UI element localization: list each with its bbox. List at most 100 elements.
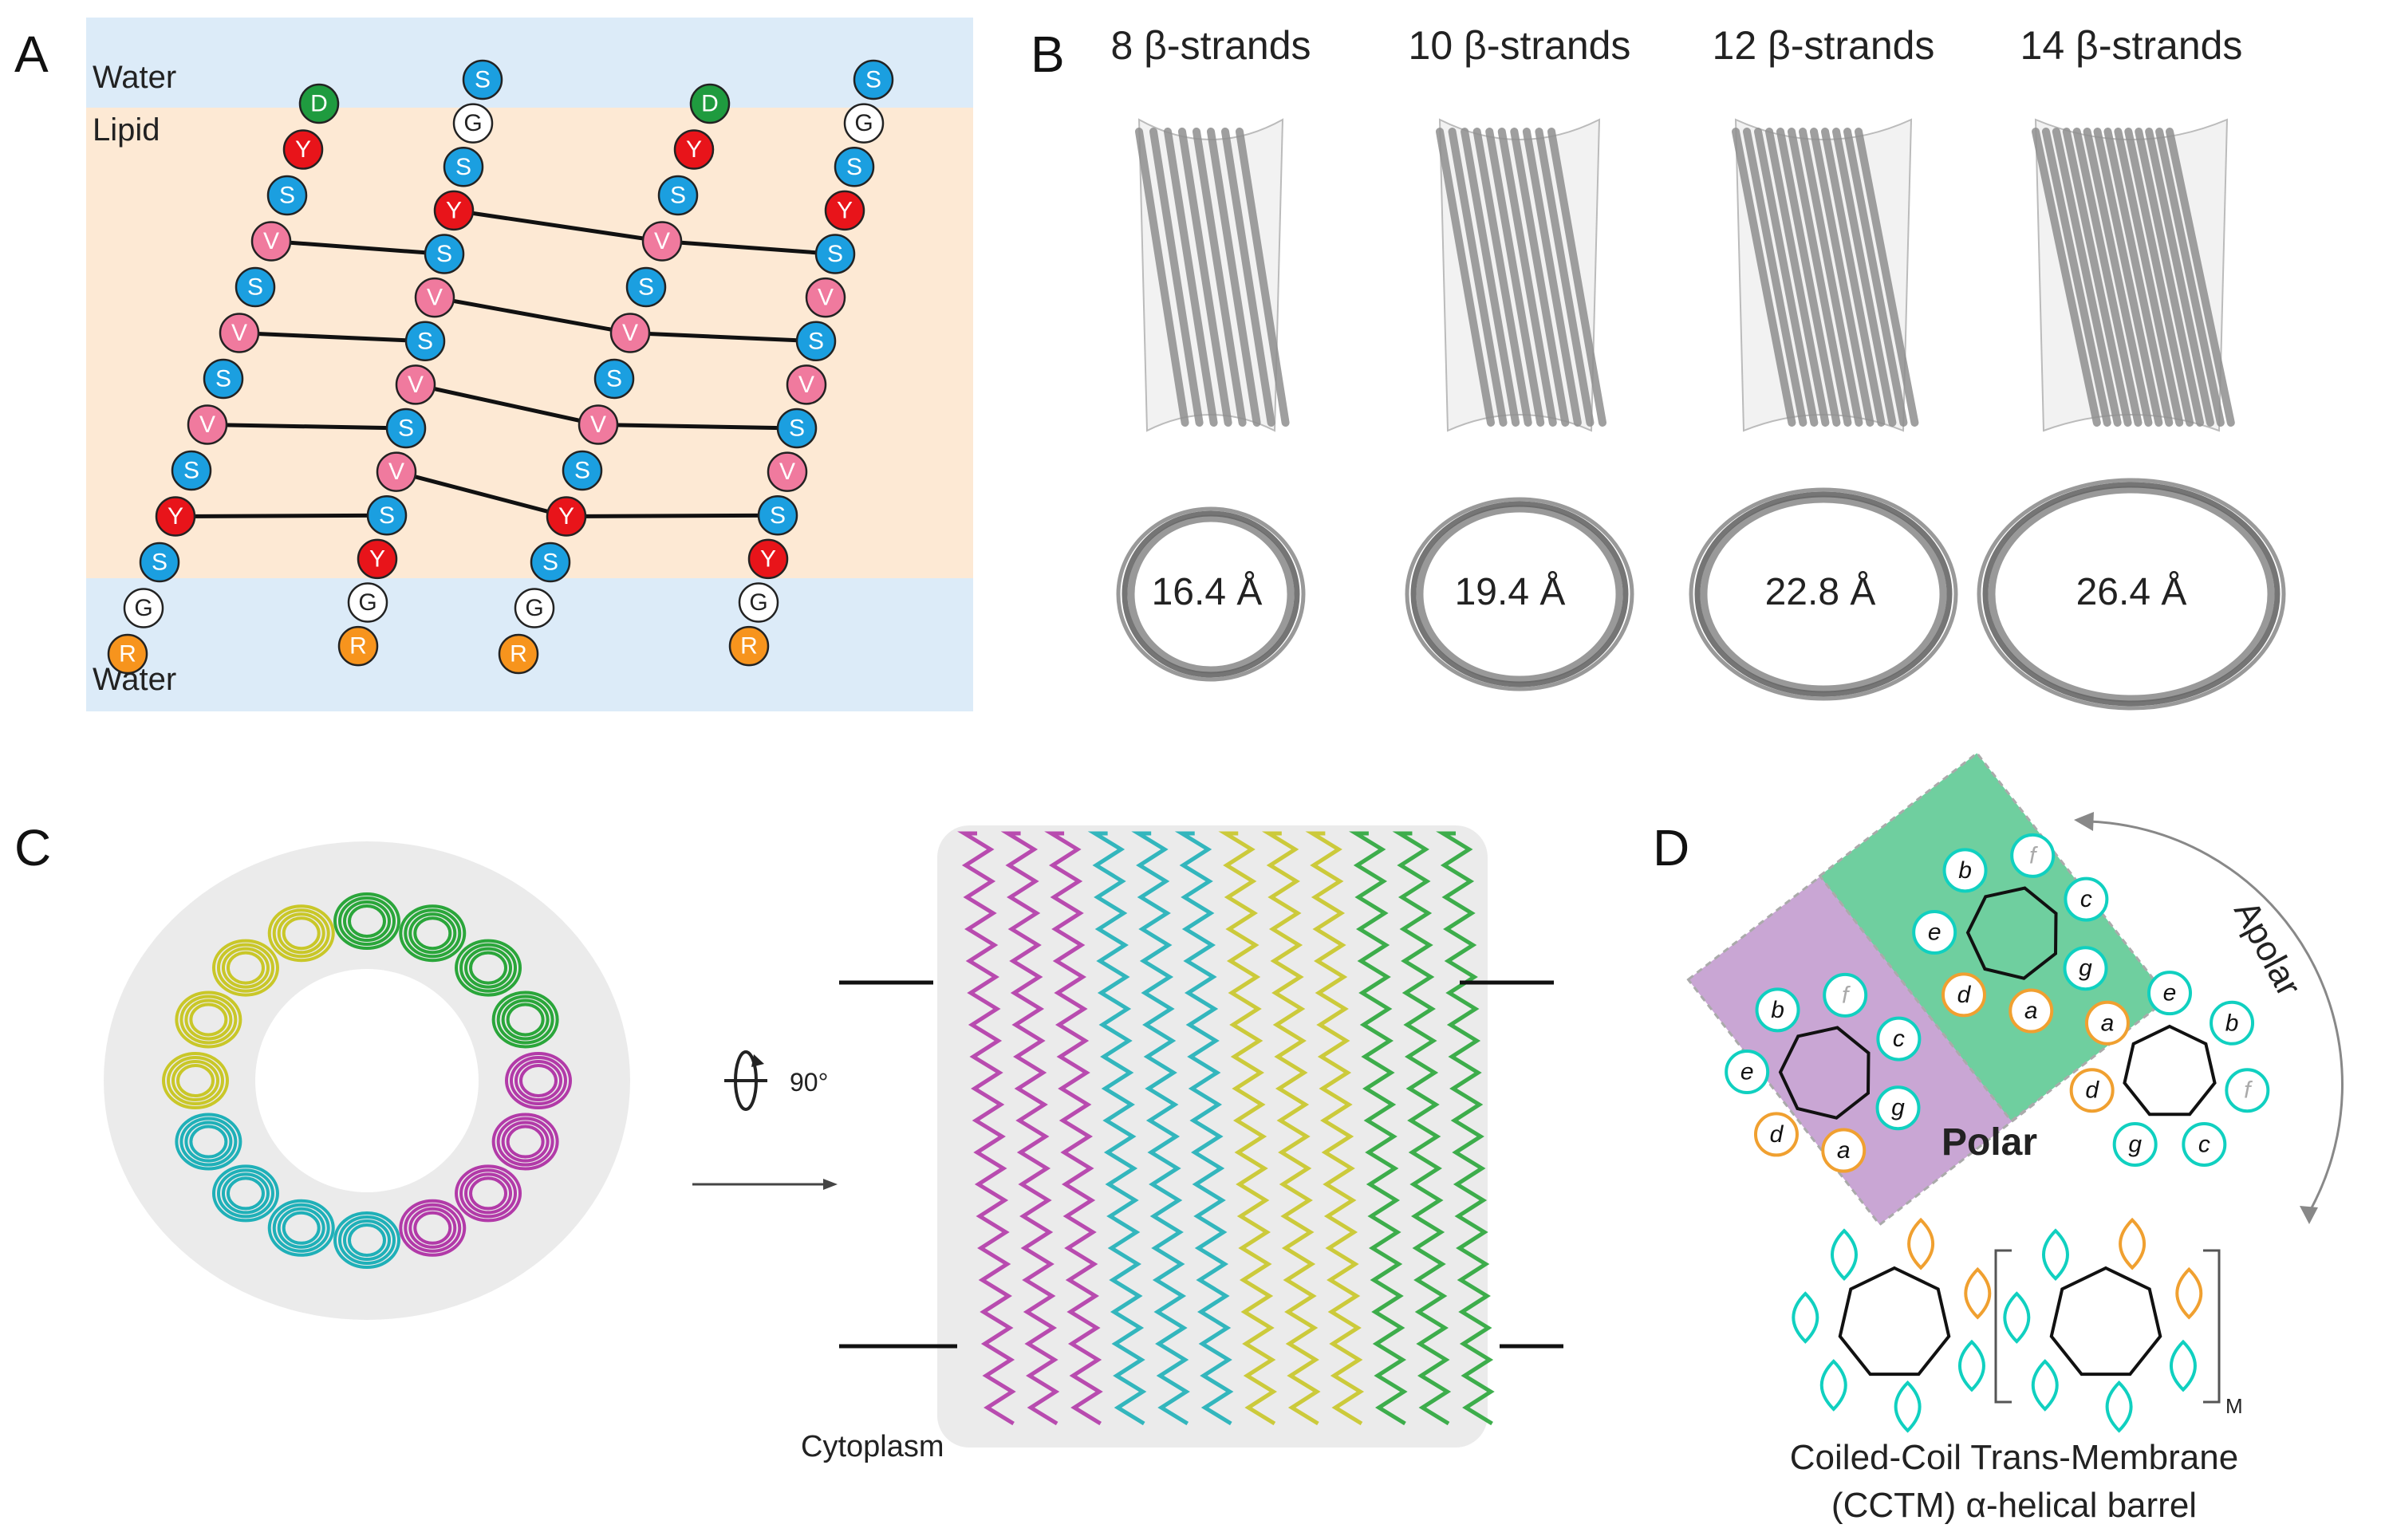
residue-label: S xyxy=(183,458,199,484)
residue-label: G xyxy=(463,110,482,136)
helix-side xyxy=(1392,831,1452,1426)
helix-top xyxy=(399,1199,467,1257)
heptad-letter: e xyxy=(2163,980,2177,1006)
residue-V xyxy=(376,451,417,492)
heptad-letter: a xyxy=(2024,998,2038,1024)
helix-top xyxy=(175,1113,242,1171)
barrel-8-title: 8 β-strands xyxy=(1110,23,1311,68)
helix-wedge xyxy=(2119,1217,2146,1270)
residue-S xyxy=(235,266,276,308)
hbond-line xyxy=(175,513,388,518)
lipid-label: Lipid xyxy=(93,112,160,148)
residue-G xyxy=(514,588,555,628)
residue-label: V xyxy=(818,285,834,311)
panel-a: A Water Lipid Water RGSYSVSVSVSYDSGSYSVS… xyxy=(14,18,973,711)
hbond-line xyxy=(453,208,663,243)
residue-label: D xyxy=(701,91,719,117)
residue-label: Y xyxy=(837,197,853,223)
barrel-side-views xyxy=(1135,118,2235,432)
residue-label: G xyxy=(134,595,152,621)
residue-label: V xyxy=(622,320,638,346)
heptad-position xyxy=(1725,1050,1770,1095)
residue-label: G xyxy=(358,589,376,616)
residue-label: D xyxy=(310,91,328,117)
panel-letter-b: B xyxy=(1031,26,1065,83)
residue-Y xyxy=(824,190,865,231)
heptad-position xyxy=(2069,1068,2115,1113)
residue-label: S xyxy=(827,241,843,267)
helix-side xyxy=(1000,831,1060,1426)
residue-S xyxy=(404,321,446,361)
residue-label: V xyxy=(199,412,215,438)
residue-label: S xyxy=(279,183,295,209)
residue-label: S xyxy=(455,154,471,180)
residue-D xyxy=(298,83,340,124)
heptad-position xyxy=(1753,1112,1799,1157)
residue-Y xyxy=(673,129,715,170)
helix-top xyxy=(491,991,559,1049)
hbond-line xyxy=(238,331,426,344)
caption-line-1: Coiled-Coil Trans-Membrane xyxy=(1790,1438,2238,1477)
heptad-letter: a xyxy=(2101,1010,2115,1036)
residue-label: S xyxy=(152,549,168,576)
residue-S xyxy=(139,542,180,583)
hbond-line xyxy=(434,295,631,335)
heptad-letter: e xyxy=(1740,1059,1754,1085)
residue-S xyxy=(424,234,465,274)
residue-G xyxy=(123,588,164,628)
residue-S xyxy=(562,450,603,491)
cctm-barrel-1 xyxy=(2003,1217,2203,1433)
hbond-line xyxy=(566,513,779,518)
barrel-10-diameter: 19.4 Å xyxy=(1455,571,1566,613)
heptad-position xyxy=(1942,848,1988,893)
residue-label: R xyxy=(510,641,527,668)
helix-top xyxy=(333,892,400,950)
residue-V xyxy=(395,364,436,405)
caption-line-2: (CCTM) α-helical barrel xyxy=(1831,1486,2197,1525)
residue-Y xyxy=(433,190,475,231)
helix-top xyxy=(505,1052,572,1109)
hbond-line xyxy=(207,423,407,431)
residue-label: V xyxy=(408,372,424,398)
rotation-label: 90° xyxy=(790,1068,828,1097)
residue-D xyxy=(689,83,731,124)
panel-letter-c: C xyxy=(14,819,51,876)
green-helix-box xyxy=(1818,751,2170,1123)
residue-S xyxy=(266,175,308,216)
heptad-letter: b xyxy=(2225,1010,2239,1036)
residue-V xyxy=(805,277,846,318)
residue-label: S xyxy=(379,502,395,529)
residue-S xyxy=(171,450,212,491)
residue-label: V xyxy=(590,412,606,438)
barrel-top-12 xyxy=(1689,487,1958,701)
heptad-letter: e xyxy=(1928,920,1942,946)
helix-top xyxy=(211,939,279,997)
residue-label: Y xyxy=(558,503,574,530)
heptad-letter: f xyxy=(2244,1077,2253,1104)
residue-Y xyxy=(155,496,196,537)
residue-S xyxy=(625,266,667,308)
residue-label: S xyxy=(215,366,231,392)
residue-V xyxy=(414,277,455,318)
residue-R xyxy=(728,625,770,667)
hydrogen-bond-lines xyxy=(175,208,836,518)
cctm-barrel-0 xyxy=(1792,1217,1992,1433)
residue-label: V xyxy=(263,228,279,254)
barrel-8-diameter: 16.4 Å xyxy=(1152,571,1263,613)
residue-Y xyxy=(282,129,324,170)
residue-label: G xyxy=(749,589,767,616)
helix-wedge xyxy=(1894,1380,1922,1433)
heptad-position xyxy=(1941,972,1986,1018)
residue-label: S xyxy=(846,154,862,180)
residue-label: R xyxy=(119,641,136,668)
hbond-line xyxy=(396,470,567,518)
residue-label: S xyxy=(247,274,263,301)
residue-S xyxy=(776,408,818,449)
residue-V xyxy=(767,451,808,492)
apolar-arrowhead-bottom xyxy=(2300,1206,2318,1224)
heptad-letter: f xyxy=(2029,842,2038,868)
heptad-position xyxy=(2063,946,2108,991)
